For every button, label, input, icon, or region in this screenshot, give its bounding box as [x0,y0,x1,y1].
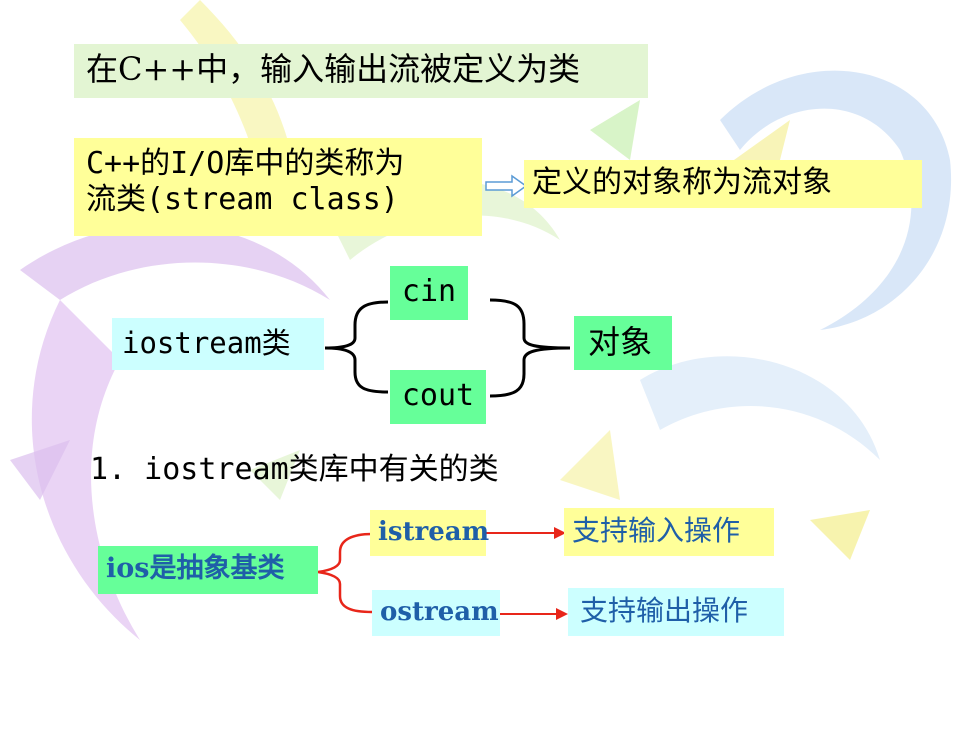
section-heading: 1. iostream类库中有关的类 [90,452,499,487]
ios-base-class: ios是抽象基类 [98,546,318,594]
istream-class: istream [370,510,489,556]
stream-class-definition: C++的I/O库中的类称为 流类(stream class) [74,138,482,236]
triangle-yellow-2 [810,510,870,560]
stream-class-line-1: C++的I/O库中的类称为 [86,146,405,181]
swirl-blue-right [720,70,952,330]
stream-class-line-2: 流类(stream class) [86,182,399,217]
slide-title: 在C++中，输入输出流被定义为类 [74,44,648,98]
objects-label: 对象 [574,316,672,370]
triangle-green-1 [590,100,640,160]
ostream-class: ostream [372,590,500,636]
swirl-blue-right-lower [640,356,880,460]
triangle-green-2 [250,450,300,500]
triangle-yellow-3 [560,430,620,500]
iostream-class-label: iostream类 [112,318,324,370]
swirl-purple-left [31,300,140,640]
swirl-purple-top [20,224,330,300]
istream-description: 支持输入操作 [564,508,774,556]
ostream-description: 支持输出操作 [568,588,784,636]
cout-object: cout [390,370,486,424]
stream-object-label: 定义的对象称为流对象 [524,160,922,208]
triangle-purple-1 [10,440,70,500]
cin-object: cin [390,266,468,320]
